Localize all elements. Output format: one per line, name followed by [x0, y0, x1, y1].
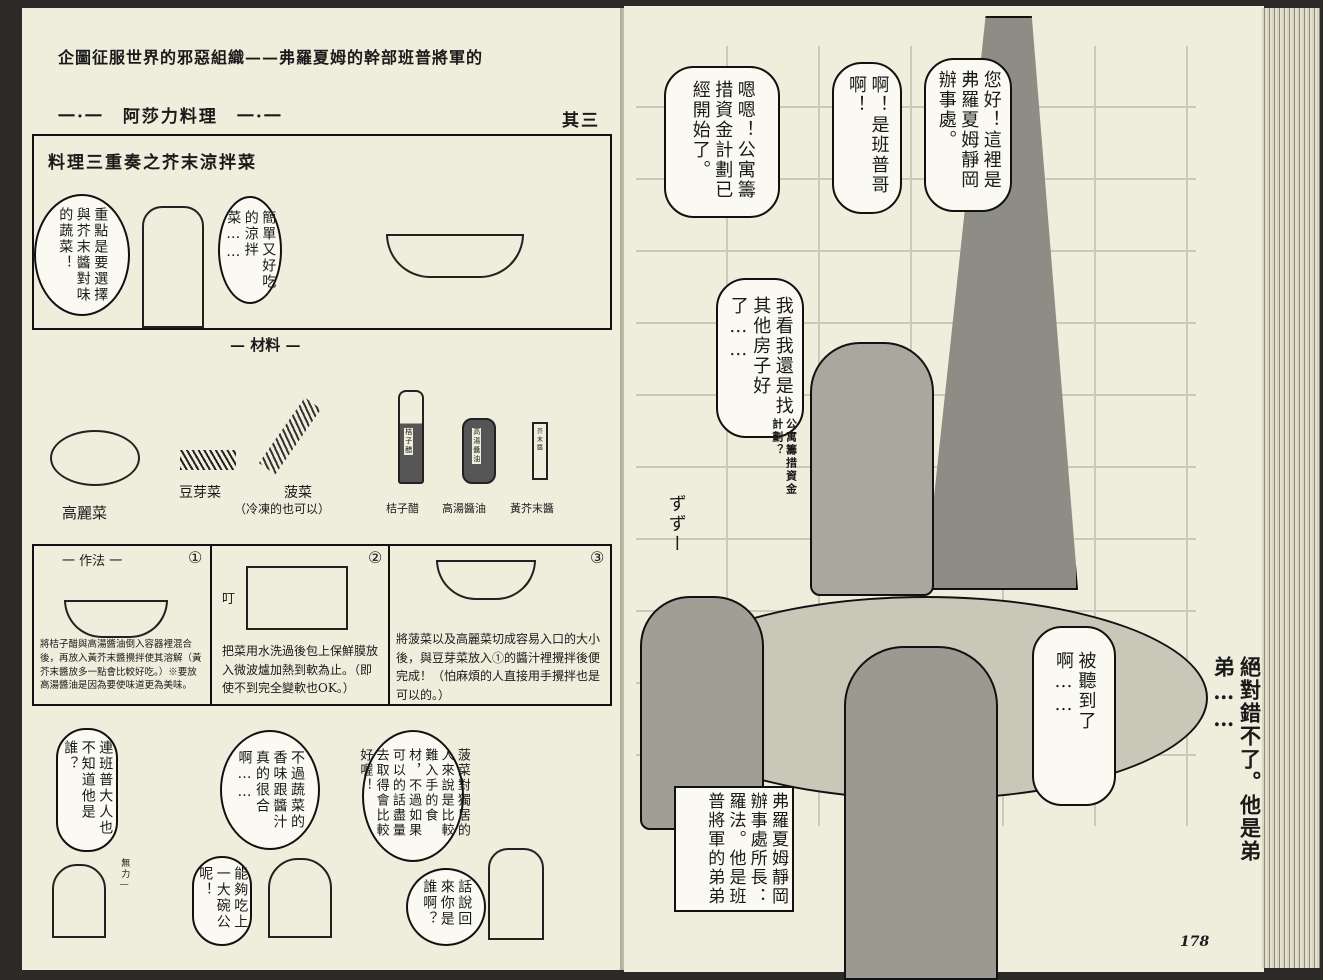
bubble-text: 菠菜對獨居的人來說是比較難入手的食材，不過如果可以的話盡量去取得會比較好喔！: [357, 748, 470, 838]
bubble-text: 嗯嗯！公寓籌措資金計劃已經開始了。: [689, 80, 756, 200]
ingredients-heading: — 材料 —: [230, 336, 301, 354]
method-panel: 一 作法 一 ① 將桔子醋與高湯醬油倒入容器裡混合後，再放入黃芥末醬攪拌使其溶解…: [32, 544, 612, 706]
ingredient-spinach-note: （冷凍的也可以）: [234, 502, 331, 516]
bubble-text: 簡單又好吃的涼拌菜……: [225, 210, 277, 290]
bubble-text: 您好！這裡是弗羅夏姆靜岡辦事處。: [935, 70, 1002, 190]
ponzu-bottle-icon: 桔子醋: [398, 390, 424, 484]
speech-bubble-big-bowl: 能夠吃上一大碗公呢！: [192, 856, 252, 946]
microwave-icon: [246, 566, 348, 630]
method-heading: 一 作法 一: [62, 554, 123, 569]
caption-box: 弗羅夏姆靜岡辦事處所長：羅法。他是班普將軍的弟弟: [674, 786, 794, 912]
speech-bubble-overheard: 被聽到了啊……: [1032, 626, 1116, 806]
series-title: 一·一 阿莎力料理 一·一: [58, 107, 283, 127]
ingredient-spinach: 菠菜: [284, 485, 312, 501]
left-page: 企圖征服世界的邪惡組織——弗羅夏姆的幹部班普將軍的 一·一 阿莎力料理 一·一 …: [22, 8, 620, 970]
mustard-tube-icon: 芥末醬: [532, 422, 548, 480]
thought-text: 公寓籌措資金計劃？: [770, 418, 798, 496]
character-illustration: [142, 206, 204, 328]
recipe-title: 料理三重奏之芥末涼拌菜: [48, 153, 257, 173]
speech-bubble-spinach: 菠菜對獨居的人來說是比較難入手的食材，不過如果可以的話盡量去取得會比較好喔！: [357, 730, 470, 862]
character-glasses-illustration: [268, 858, 332, 938]
speech-bubble-banpu: 啊！是班普哥啊！: [832, 62, 902, 214]
speech-bubble-point: 重點是要選擇與芥末醬對味的蔬菜！: [34, 194, 130, 316]
sfx-weak: 無力—: [119, 858, 130, 892]
cabbage-icon: [50, 430, 140, 486]
recipe-intro-panel: 料理三重奏之芥末涼拌菜 重點是要選擇與芥末醬對味的蔬菜！ 簡單又好吃的涼拌菜……: [32, 134, 612, 330]
ingredient-bean-sprouts: 豆芽菜: [179, 485, 221, 501]
bubble-text: 能夠吃上一大碗公呢！: [197, 866, 249, 930]
bubble-text: 啊！是班普哥啊！: [846, 75, 890, 195]
horned-man-figure: [844, 646, 998, 980]
side-caption: 絕對錯不了。他是弟弟……: [1211, 656, 1263, 863]
mixing-bowl-icon: [64, 600, 168, 638]
speech-bubble-other-house: 我看我還是找其他房子好了……: [716, 278, 804, 438]
speech-bubble-who-are-you: 話說回來你是誰啊？: [406, 868, 486, 946]
bubble-text: 我看我還是找其他房子好了……: [727, 296, 794, 416]
bottle-label: 高湯醬油: [472, 428, 481, 464]
right-page: 您好！這裡是弗羅夏姆靜岡辦事處。 啊！是班普哥啊！ 嗯嗯！公寓籌措資金計劃已經開…: [624, 6, 1264, 980]
speech-bubble-who: 連班普大人也不知道他是誰？: [56, 728, 118, 852]
speech-bubble-vegetables: 不過蔬菜的香味跟醬汁真的很合啊……: [220, 730, 320, 850]
bottle-label: 桔子醋: [404, 428, 413, 455]
step-text: 將桔子醋與高湯醬油倒入容器裡混合後，再放入黃芥末醬攪拌使其溶解（黃芥末醬放多一點…: [40, 639, 202, 692]
ingredient-cabbage: 高麗菜: [62, 504, 108, 522]
tube-label: 芥末醬: [535, 428, 543, 452]
sfx-ding: 叮: [222, 592, 236, 607]
bubble-text: 連班普大人也不知道他是誰？: [62, 740, 114, 836]
bubble-text: 不過蔬菜的香味跟醬汁真的很合啊……: [236, 750, 306, 830]
spinach-icon: [258, 397, 322, 475]
step-number: ②: [368, 548, 383, 567]
character-illustration: [52, 864, 106, 938]
salad-bowl-illustration: [386, 234, 524, 278]
step-text: 把菜用水洗過後包上保鮮膜放入微波爐加熱到軟為止。（即使不到完全變軟也OK。）: [222, 644, 379, 696]
step-text: 將菠菜以及高麗菜切成容易入口的大小後，與豆芽菜放入①的醬汁裡攪拌後便完成！（怕麻…: [396, 632, 601, 702]
soy-sauce-bottle-icon: 高湯醬油: [462, 418, 496, 484]
bubble-text: 重點是要選擇與芥末醬對味的蔬菜！: [57, 207, 109, 303]
step-3: ③ 將菠菜以及高麗菜切成容易入口的大小後，與豆芽菜放入①的醬汁裡攪拌後便完成！（…: [390, 546, 608, 704]
ingredient-ponzu: 桔子醋: [386, 502, 419, 515]
ingredient-mustard: 黃芥末醬: [510, 502, 554, 515]
step-2: ② 叮 把菜用水洗過後包上保鮮膜放入微波爐加熱到軟為止。（即使不到完全變軟也OK…: [212, 546, 390, 704]
finished-bowl-icon: [436, 560, 536, 600]
speech-bubble-simple: 簡單又好吃的涼拌菜……: [218, 196, 282, 304]
step-number: ①: [188, 548, 203, 567]
step-number: ③: [590, 548, 605, 567]
bean-sprouts-icon: [180, 450, 236, 470]
bubble-text: 被聽到了啊……: [1053, 651, 1097, 731]
ingredient-soy-sauce: 高湯醬油: [442, 502, 486, 515]
page-number: 178: [1180, 934, 1210, 950]
sfx-sip: ずずー: [665, 494, 687, 554]
step-1: 一 作法 一 ① 將桔子醋與高湯醬油倒入容器裡混合後，再放入黃芥末醬攪拌使其溶解…: [34, 546, 212, 704]
header-text: 企圖征服世界的邪惡組織——弗羅夏姆的幹部班普將軍的: [58, 48, 484, 67]
part-label: 其三: [562, 111, 600, 131]
seated-man-figure: [810, 342, 934, 596]
speech-bubble-hello: 您好！這裡是弗羅夏姆靜岡辦事處。: [924, 58, 1012, 212]
character-illustration: [488, 848, 544, 940]
bubble-text: 話說回來你是誰啊？: [421, 879, 473, 927]
speech-bubble-plan: 嗯嗯！公寓籌措資金計劃已經開始了。: [664, 66, 780, 218]
page-edges: [1262, 8, 1320, 968]
